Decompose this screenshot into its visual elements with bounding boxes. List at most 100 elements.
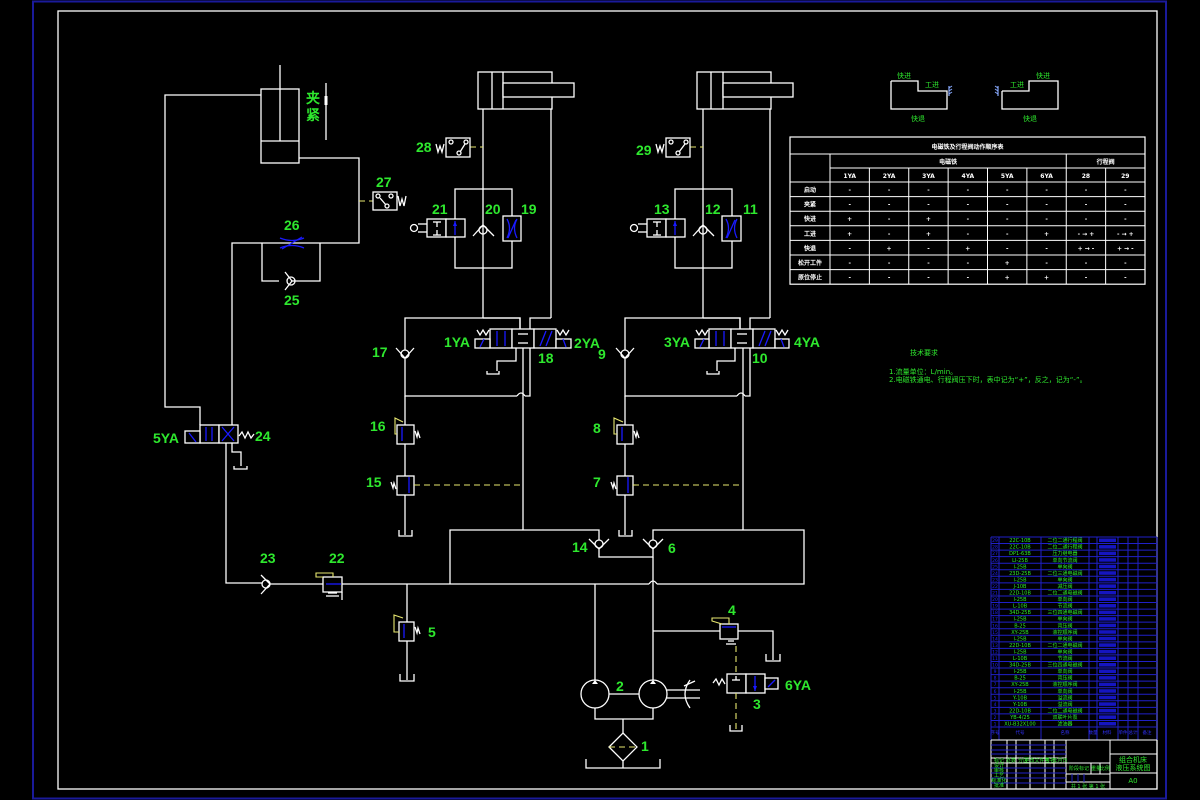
component-label-18: 18 <box>538 350 554 366</box>
table-cell: + <box>926 216 931 223</box>
parts-row-code: J-10B <box>1013 584 1027 590</box>
check-valve-17 <box>395 347 415 359</box>
parts-row-material <box>1099 590 1116 595</box>
solenoid-valve-3 <box>712 673 779 694</box>
table-group-valve: 行程阀 <box>1096 158 1115 166</box>
parts-row-name: 单向阀 <box>1057 616 1072 623</box>
table-col-header: 28 <box>1082 173 1090 180</box>
parts-row-material <box>1099 721 1116 726</box>
parts-row-no: 21 <box>992 591 998 597</box>
parts-row-name: 背压阀 <box>1057 675 1072 682</box>
table-col-header: 3YA <box>922 173 935 180</box>
table-cell: - <box>848 275 851 282</box>
table-cell: - <box>927 260 930 267</box>
parts-row-code: 22C-10B <box>1009 538 1031 544</box>
sequence-valve-7 <box>610 444 743 537</box>
power-cylinder-left <box>477 71 575 110</box>
parts-header-cell: 数量 <box>1089 729 1098 736</box>
parts-row-name: 二位二通行程阀 <box>1047 544 1082 551</box>
parts-row-no: 24 <box>992 571 998 577</box>
parts-row-material <box>1099 604 1116 608</box>
table-cell: + <box>1044 231 1049 238</box>
table-group-solenoid: 电磁铁 <box>939 158 957 166</box>
component-label-27: 27 <box>376 174 392 190</box>
parts-row-no: 13 <box>992 643 998 649</box>
title-block-label: 批准 <box>994 782 1004 789</box>
parts-row-code: I-25B <box>1013 617 1027 623</box>
parts-row-name: 单向阀 <box>1057 635 1072 642</box>
table-cell: - <box>1006 187 1009 194</box>
parts-row-name: 三位四通电磁阀 <box>1047 662 1082 669</box>
table-cell: - <box>927 187 930 194</box>
parts-row-material <box>1099 564 1116 569</box>
parts-row-name: 单向阀 <box>1057 563 1072 570</box>
component-label-2: 2 <box>616 678 624 694</box>
check-valve-6 <box>642 538 664 550</box>
component-label-23: 23 <box>260 550 276 566</box>
title-block-label: 重量 <box>1091 765 1101 772</box>
parts-header-cell: 名称 <box>1061 729 1070 736</box>
parts-row-no: 8 <box>994 676 997 682</box>
check-valve-9 <box>615 347 635 359</box>
table-cell: - <box>1085 260 1088 267</box>
table-cell: - <box>888 231 891 238</box>
table-row-action: 松开工件 <box>798 259 822 267</box>
title-block-label: 年月日 <box>1052 757 1067 764</box>
parts-row-code: 34D-25B <box>1009 663 1031 669</box>
table-cell: + → - <box>1117 245 1134 252</box>
table-col-header: 4YA <box>962 173 975 180</box>
parts-row-material <box>1099 551 1116 556</box>
parts-row-code: I-25B <box>1013 577 1027 583</box>
parts-row-name: 溢流阀 <box>1057 694 1072 701</box>
parts-row-material <box>1099 597 1116 602</box>
title-block-label: 阶段标记 <box>1069 765 1089 772</box>
parts-row-no: 1 <box>994 722 997 728</box>
component-label-9: 9 <box>598 346 606 362</box>
component-label-22: 22 <box>329 550 345 566</box>
check-valve-23 <box>260 574 271 595</box>
component-label-29: 29 <box>636 142 652 158</box>
table-cell: - <box>1006 245 1009 252</box>
parts-row-name: 二位二通行程阀 <box>1047 537 1082 544</box>
parts-row-code: I-25B <box>1013 636 1027 642</box>
table-cell: - <box>848 202 851 209</box>
table-cell: - <box>1085 275 1088 282</box>
parts-row-code: 22D-10B <box>1009 591 1031 597</box>
parts-row-no: 6 <box>994 689 997 695</box>
table-row-action: 快退 <box>803 244 816 252</box>
parts-row-code: I-25B <box>1013 564 1027 570</box>
drawing-title-line-1: 组合机床 <box>1119 755 1147 764</box>
clamp-direction-arrow <box>324 83 328 140</box>
power-cylinder-right <box>696 71 794 110</box>
clamp-label-1: 夹 <box>306 90 320 106</box>
parts-row-no: 2 <box>994 715 997 721</box>
throttle-valve-26 <box>279 236 305 250</box>
parts-row-no: 26 <box>992 558 998 564</box>
component-label-8: 8 <box>593 420 601 436</box>
drawing-frame <box>57 10 1158 790</box>
parts-row-name: 液控顺序阀 <box>1052 629 1077 636</box>
parts-row-material <box>1099 610 1116 615</box>
table-cell: + <box>1044 275 1049 282</box>
table-cell: - <box>1045 187 1048 194</box>
table-cell: - <box>927 275 930 282</box>
parts-row-material <box>1099 584 1116 588</box>
table-cell: - <box>1124 275 1127 282</box>
parts-row-code: I-25B <box>1013 649 1027 655</box>
table-cell: - → + <box>1078 231 1095 238</box>
tech-requirements-title: 技术要求 <box>910 348 938 357</box>
parts-row-name: 单向阀 <box>1057 668 1072 675</box>
parts-row-material <box>1099 708 1116 713</box>
parts-row-material <box>1099 656 1116 660</box>
solenoid-label-4ya: 4YA <box>794 334 820 350</box>
parts-row-no: 14 <box>992 636 998 642</box>
parts-row-material <box>1099 577 1116 582</box>
tech-requirements-line-1: 1.流量单位：L/min。 <box>889 367 957 376</box>
parts-row-code: YB-4/25 <box>1009 715 1030 721</box>
component-label-13: 13 <box>654 201 670 217</box>
parts-row-name: 单向阀 <box>1057 576 1072 583</box>
table-cell: - <box>967 216 970 223</box>
parts-row-name: 节流阀 <box>1057 655 1072 662</box>
parts-row-no: 19 <box>992 604 998 610</box>
